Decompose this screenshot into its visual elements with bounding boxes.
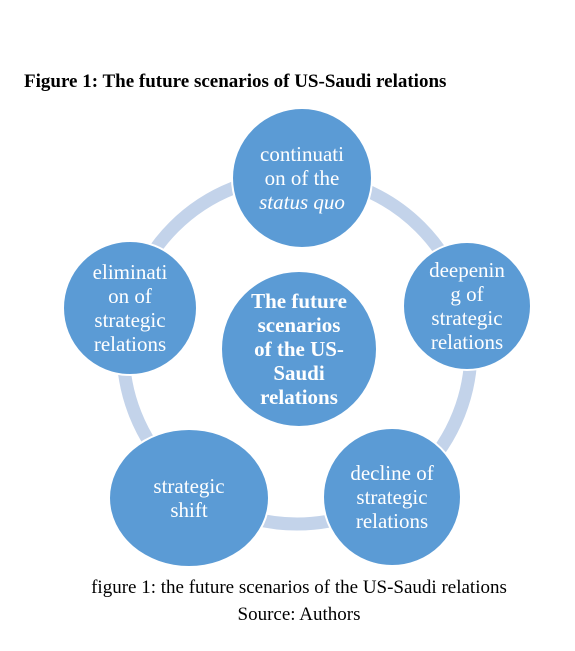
- center-node-label: The future scenarios of the US- Saudi re…: [251, 289, 347, 409]
- node-decline: decline of strategic relations: [322, 427, 462, 567]
- node-continuation-line-3: status quo: [259, 190, 345, 214]
- center-node: The future scenarios of the US- Saudi re…: [220, 270, 378, 428]
- figure-source: Source: Authors: [237, 604, 361, 625]
- node-strategic-shift-label: strategic shift: [153, 474, 225, 522]
- node-continuation-line-1: continuati: [260, 142, 344, 166]
- node-deepening: deepenin g of strategic relations: [402, 241, 532, 371]
- node-decline-label: decline of strategic relations: [350, 461, 434, 533]
- node-deepening-label: deepenin g of strategic relations: [429, 258, 505, 354]
- node-elimination-label: eliminati on of strategic relations: [92, 260, 168, 356]
- figure-caption: figure 1: the future scenarios of the US…: [91, 577, 507, 598]
- figure-heading: Figure 1: The future scenarios of US-Sau…: [24, 71, 447, 92]
- node-strategic-shift: strategic shift: [108, 428, 270, 568]
- node-elimination: eliminati on of strategic relations: [62, 240, 198, 376]
- node-continuation-label: continuati on of the status quo: [259, 142, 345, 214]
- node-continuation-line-2: on of the: [264, 166, 340, 190]
- node-continuation-status-quo: continuati on of the status quo: [231, 107, 373, 249]
